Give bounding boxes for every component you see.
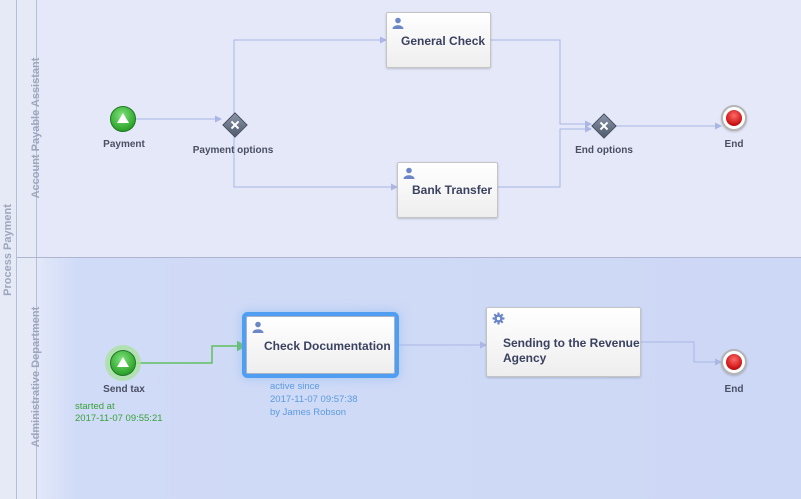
user-icon xyxy=(403,167,415,179)
task-check-documentation-label: Check Documentation xyxy=(264,339,391,353)
end-event-top-label: End xyxy=(724,139,744,150)
end-event-top[interactable] xyxy=(721,105,747,131)
task-general-check[interactable]: General Check xyxy=(386,12,491,68)
lane-header-account-payable xyxy=(17,0,37,257)
task-bank-transfer[interactable]: Bank Transfer xyxy=(397,162,498,218)
started-at-label: started at xyxy=(75,401,115,412)
start-event-payment[interactable] xyxy=(110,106,136,132)
flow-general-check-to-end-options xyxy=(491,39,592,128)
start-event-send-tax[interactable] xyxy=(110,350,136,376)
pool-header xyxy=(0,0,17,499)
flow-gateway-to-general-check xyxy=(233,36,387,114)
active-assignee: by James Robson xyxy=(270,407,347,418)
lane-divider xyxy=(17,257,801,258)
gateway-payment-options-label: Payment options xyxy=(192,145,274,156)
lane-header-administrative xyxy=(17,258,37,499)
task-check-documentation[interactable]: Check Documentation xyxy=(246,316,395,374)
flow-send-tax-to-check-documentation xyxy=(136,340,248,364)
gateway-end-options-label: End options xyxy=(575,145,633,156)
start-event-payment-label: Payment xyxy=(103,139,145,150)
task-bank-transfer-label: Bank Transfer xyxy=(412,183,493,197)
task-sending-label-line2: Agency xyxy=(503,351,547,365)
lane-administrative xyxy=(37,258,801,499)
started-at-time: 2017-11-07 09:55:21 xyxy=(75,413,163,424)
user-icon xyxy=(392,17,404,29)
flow-sending-to-end xyxy=(641,341,722,366)
flow-gateway-to-bank-transfer xyxy=(233,134,398,191)
user-icon xyxy=(252,321,264,333)
start-event-send-tax-label: Send tax xyxy=(103,384,145,395)
gear-icon xyxy=(492,312,505,325)
active-since-time: 2017-11-07 09:57:38 xyxy=(270,394,358,405)
flow-bank-transfer-to-end-options xyxy=(498,125,592,188)
end-event-bottom-label: End xyxy=(724,384,744,395)
task-general-check-label: General Check xyxy=(401,34,486,48)
task-sending-to-revenue-agency[interactable]: Sending to the Revenue Agency xyxy=(486,307,641,377)
task-sending-label-line1: Sending to the Revenue xyxy=(503,336,640,350)
end-event-bottom[interactable] xyxy=(721,349,747,375)
active-since-label: active since xyxy=(270,381,320,392)
